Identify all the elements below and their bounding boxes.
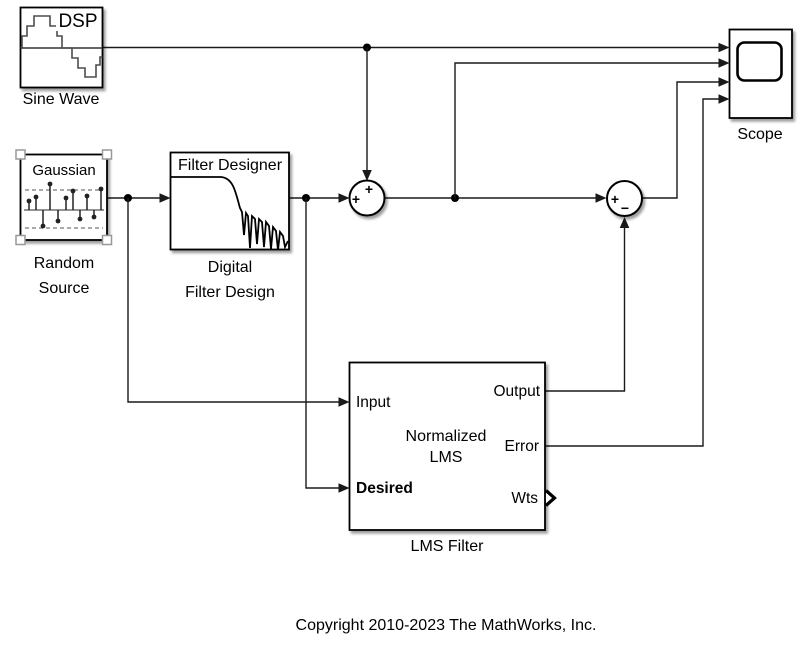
digital-filter-icon-label: Filter Designer: [178, 157, 283, 174]
signal-lms-output[interactable]: [545, 217, 630, 392]
wts-unconnected-port-icon: [544, 489, 557, 507]
sine-wave-block[interactable]: DSP Sine Wave: [19, 6, 104, 109]
arrowhead: [338, 483, 350, 493]
sum-add-sign-top: +: [365, 181, 373, 197]
wire-segment[interactable]: [545, 98, 719, 447]
lms-port-input-label: Input: [356, 394, 391, 411]
arrowhead: [595, 193, 607, 203]
sum-add-block-body[interactable]: [348, 179, 386, 217]
scope-label: Scope: [737, 126, 782, 143]
copyright-annotation: Copyright 2010-2023 The MathWorks, Inc.: [296, 617, 597, 634]
lms-filter-block-body[interactable]: [348, 361, 546, 531]
arrowhead: [338, 397, 350, 407]
sine-wave-label: Sine Wave: [23, 91, 100, 108]
signal-filtered-noise[interactable]: [289, 193, 350, 493]
sum-subtract-sign-left: +: [611, 191, 619, 207]
signal-sine-to-scope[interactable]: [102, 42, 730, 181]
wire-segment[interactable]: [305, 198, 339, 489]
filter-response-icon: [170, 176, 289, 251]
sum-add-block[interactable]: + +: [348, 179, 386, 217]
selection-handle-bottom-left[interactable]: [15, 234, 26, 246]
signal-noise-to-filter[interactable]: [107, 193, 350, 407]
signal-noisy-signal[interactable]: [384, 58, 730, 203]
scope-block[interactable]: Scope: [728, 28, 793, 144]
lms-port-output-label: Output: [493, 383, 540, 400]
lms-algorithm-line2: LMS: [430, 449, 463, 466]
arrowhead: [619, 217, 630, 228]
wire-segment[interactable]: [545, 228, 626, 392]
arrowhead: [718, 58, 730, 68]
sum-subtract-sign-bottom: −: [621, 200, 629, 216]
lms-filter-label: LMS Filter: [411, 538, 485, 555]
lms-algorithm-line1: Normalized: [406, 428, 487, 445]
signal-lms-error[interactable]: [545, 94, 730, 447]
scope-screen-icon: [736, 41, 783, 82]
random-source-label-line2: Source: [39, 280, 90, 297]
arrowhead: [362, 170, 372, 181]
sum-add-sign-left: +: [352, 191, 360, 207]
lms-port-error-label: Error: [505, 438, 539, 455]
sine-wave-icon-label: DSP: [58, 11, 97, 32]
digital-filter-design-block[interactable]: Filter Designer Digital Filter Design: [169, 151, 290, 302]
sine-wave-icon: [20, 10, 103, 78]
selection-handle-bottom-right[interactable]: [101, 234, 113, 246]
random-source-icon: [24, 181, 104, 229]
arrowhead: [338, 193, 350, 203]
wire-segment[interactable]: [127, 198, 339, 403]
lms-filter-block[interactable]: Input Desired Output Error Wts Normalize…: [348, 361, 557, 556]
digital-filter-label-line1: Digital: [208, 259, 252, 276]
random-source-icon-label: Gaussian: [32, 162, 95, 179]
lms-port-wts-label: Wts: [511, 490, 538, 507]
random-source-label-line1: Random: [34, 255, 94, 272]
wire-segment[interactable]: [454, 62, 719, 198]
arrowhead: [718, 77, 730, 87]
selection-handle-top-right[interactable]: [101, 149, 113, 160]
sum-subtract-block-body[interactable]: [606, 180, 643, 217]
arrowhead: [159, 193, 171, 203]
arrowhead: [718, 94, 730, 104]
lms-port-desired-label: Desired: [356, 480, 413, 497]
sum-subtract-block[interactable]: + −: [606, 180, 643, 217]
wire-segment[interactable]: [642, 81, 719, 199]
arrowhead: [718, 42, 730, 53]
digital-filter-label-line2: Filter Design: [185, 284, 275, 301]
signal-sum2-to-scope[interactable]: [642, 77, 730, 199]
selection-handle-top-left[interactable]: [15, 149, 26, 160]
random-source-block[interactable]: Gaussian Random Source: [15, 149, 113, 297]
